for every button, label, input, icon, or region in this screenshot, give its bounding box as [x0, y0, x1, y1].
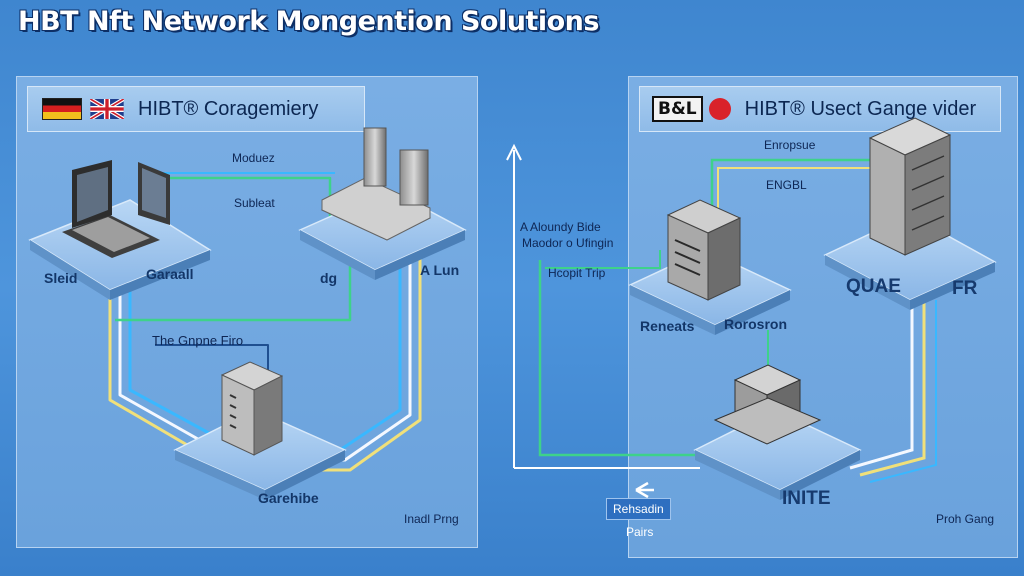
- left-panel-header: HIBT® Coragemiery: [27, 86, 365, 132]
- switch-hub-icon: [713, 364, 822, 445]
- center-axis: [506, 143, 700, 469]
- label-moduez: Moduez: [232, 151, 275, 165]
- callout-box: Rehsadin: [606, 498, 671, 520]
- page-title: HBT Nft Network Mongention Solutions: [18, 6, 599, 37]
- right-footer-label: Proh Gang: [936, 512, 995, 526]
- right-panel-title: HIBT® Usect Gange vider: [744, 97, 977, 120]
- callout-line1: Rehsadin: [613, 502, 664, 516]
- axis-label-line2: Maodor o Ufingin: [522, 236, 614, 250]
- label-fr: FR: [952, 278, 978, 299]
- datacenter-building-icon: [868, 117, 952, 256]
- left-footer-label: Inadl Prng: [404, 512, 459, 526]
- label-dg: dg: [320, 270, 338, 286]
- label-sleid: Sleid: [44, 270, 78, 286]
- brand-logo: B&L: [652, 96, 703, 122]
- german-flag-icon: [42, 98, 82, 120]
- label-reneats: Reneats: [640, 318, 695, 334]
- exchange-icon: [635, 481, 654, 499]
- label-quae: QUAE: [846, 276, 901, 297]
- office-building-icon: [320, 127, 432, 241]
- label-alun: A Lun: [420, 262, 460, 278]
- label-inite: INITE: [782, 488, 831, 509]
- right-datacenter-pad: [823, 214, 997, 310]
- server-tower-icon: [220, 361, 284, 456]
- up-arrow-icon: [506, 143, 522, 161]
- label-the-gnpne-firo: The Gnpne Firo: [152, 333, 244, 348]
- label-bottom-node: Garehibe: [258, 490, 319, 506]
- red-badge-icon: [708, 98, 731, 120]
- left-panel-title: HIBT® Coragemiery: [138, 97, 319, 120]
- label-subleat: Subleat: [234, 196, 275, 210]
- label-engbl: ENGBL: [766, 178, 807, 192]
- label-garaall: Garaall: [146, 266, 194, 282]
- label-rorosron: Rorosron: [724, 316, 787, 332]
- axis-label-line1: A Aloundy Bide: [520, 220, 601, 234]
- laptop-icon: [62, 160, 170, 258]
- label-enropsue: Enropsue: [764, 138, 816, 152]
- label-hcopit-trip: Hcopit Trip: [548, 266, 606, 280]
- callout-line2: Pairs: [626, 525, 654, 539]
- uk-flag-icon: [90, 99, 124, 119]
- rack-server-icon: [666, 199, 742, 301]
- right-panel-header: B&L HIBT® Usect Gange vider: [639, 86, 1001, 132]
